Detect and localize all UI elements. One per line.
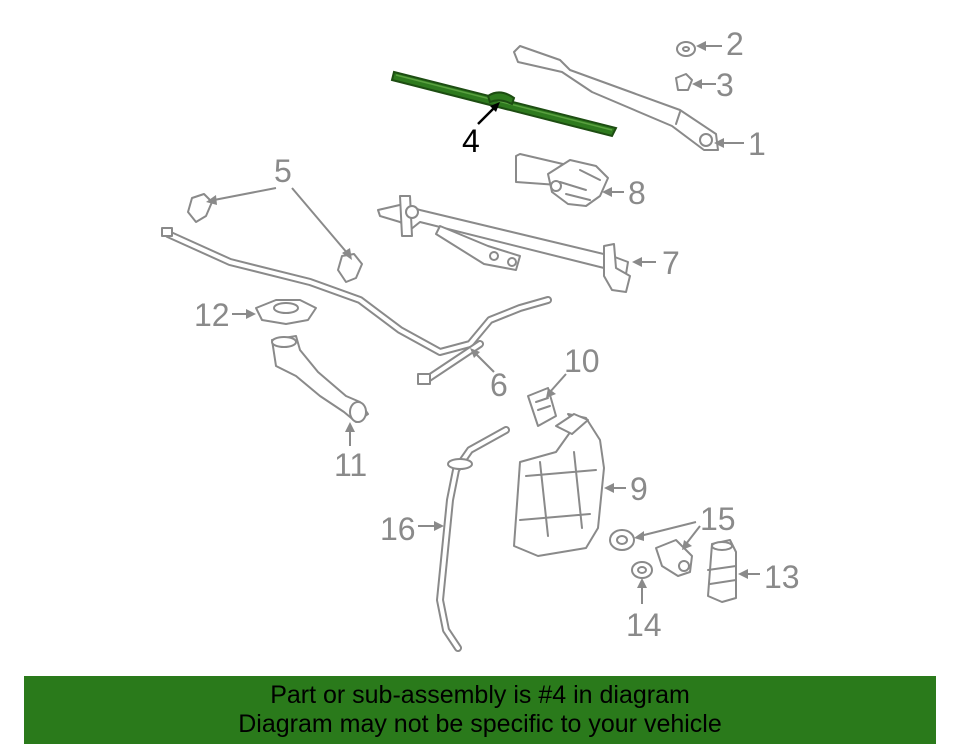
pump-cap-part-12[interactable]	[255, 299, 317, 325]
callout-1: 1	[748, 126, 766, 162]
callout-9: 9	[630, 471, 648, 507]
callout-11: 11	[334, 447, 367, 483]
cap-part-3[interactable]	[675, 73, 693, 91]
callout-2: 2	[726, 26, 744, 62]
callout-6: 6	[490, 367, 508, 403]
washer-hose-part-6[interactable]	[161, 227, 552, 385]
wiper-arm-part-1[interactable]	[513, 45, 719, 151]
filler-neck-part-11[interactable]	[271, 335, 369, 423]
callout-15: 15	[700, 501, 736, 537]
wiper-blade-part-4[interactable]	[390, 70, 618, 138]
wiper-motor-part-8[interactable]	[515, 153, 609, 207]
connector-part-5-upper[interactable]	[187, 193, 213, 223]
callout-8: 8	[628, 175, 646, 211]
callout-14: 14	[626, 607, 662, 643]
washer-pump-part-13[interactable]	[707, 539, 737, 603]
wiper-washer-parts-diagram: 4 1 2 3 8 7	[161, 26, 800, 652]
callout-3: 3	[716, 67, 734, 103]
callout-5: 5	[274, 153, 292, 189]
callout-4: 4	[462, 123, 480, 159]
callout-13: 13	[764, 559, 800, 595]
callout-16: 16	[380, 511, 416, 547]
callout-7: 7	[662, 245, 680, 281]
grommet-part-15[interactable]	[609, 529, 635, 551]
callout-12: 12	[194, 297, 230, 333]
washer-hose-part-16[interactable]	[436, 426, 510, 652]
seal-part-14[interactable]	[631, 561, 653, 579]
connector-part-5-lower[interactable]	[337, 253, 363, 283]
label-part-10[interactable]	[527, 387, 557, 427]
banner-line-1: Part or sub-assembly is #4 in diagram	[270, 681, 690, 709]
washer-reservoir-part-9[interactable]	[513, 413, 605, 557]
wiper-linkage-part-7[interactable]	[377, 195, 631, 293]
info-banner: Part or sub-assembly is #4 in diagram Di…	[24, 676, 936, 744]
callout-10: 10	[564, 343, 600, 379]
banner-line-2: Diagram may not be specific to your vehi…	[238, 710, 722, 738]
nut-part-2[interactable]	[676, 41, 696, 57]
